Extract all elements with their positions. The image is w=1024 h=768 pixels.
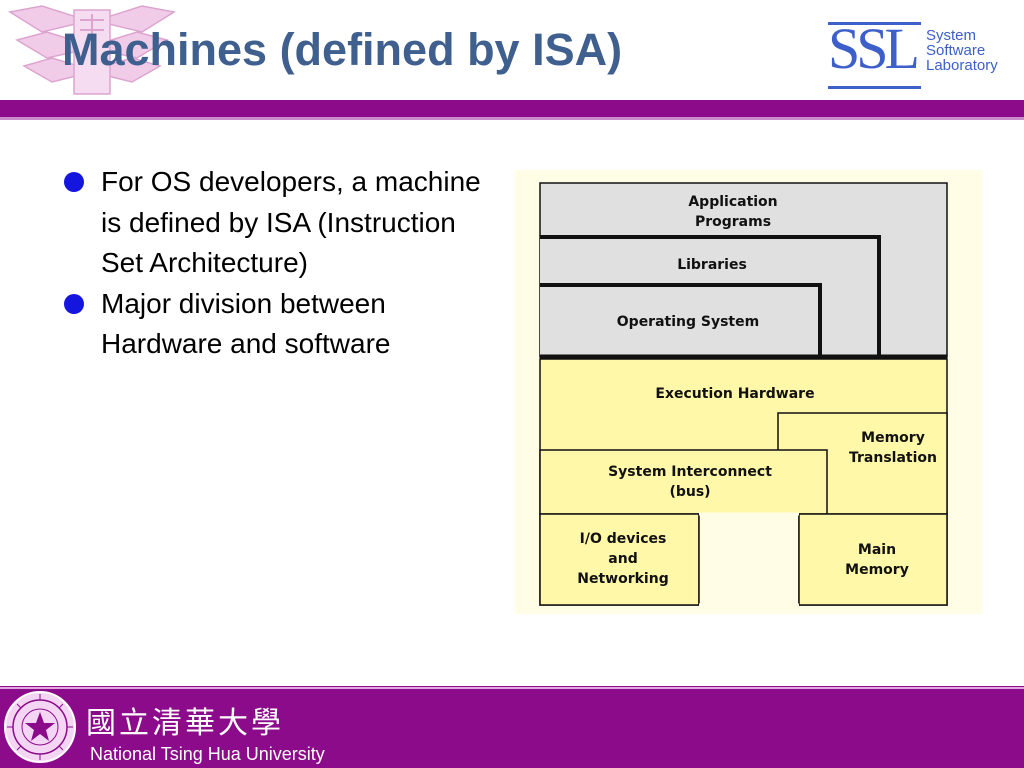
ssl-lab-logo: SSL System Software Laboratory <box>828 20 1013 92</box>
bullet-list: For OS developers, a machine is defined … <box>64 162 484 365</box>
label-io-2: and <box>608 551 637 567</box>
machine-layers-svg: Application Programs Libraries Operating… <box>539 182 948 607</box>
ssl-logo-text: System Software Laboratory <box>926 28 998 73</box>
nthu-seal-icon <box>4 691 76 763</box>
diagram-gap <box>698 513 800 606</box>
bullet-text: Major division between Hardware and soft… <box>101 287 391 360</box>
label-system-interconnect-2: (bus) <box>669 484 710 500</box>
ssl-logo-line-software: Software <box>926 42 986 59</box>
bullet-item-division: Major division between Hardware and soft… <box>64 284 484 365</box>
machine-layers-diagram: Application Programs Libraries Operating… <box>515 170 982 614</box>
nthu-emblem-icon <box>7 5 177 95</box>
label-io-1: I/O devices <box>580 531 667 547</box>
io-devices-box <box>539 513 700 606</box>
header-divider <box>0 100 1024 117</box>
bullet-dot-icon <box>64 293 84 314</box>
label-main-memory-2: Memory <box>845 562 909 578</box>
university-name-chinese: 國立清華大學 <box>86 706 284 741</box>
ssl-logo-mark: SSL <box>828 16 920 81</box>
ssl-logo-line-laboratory: Laboratory <box>926 57 998 74</box>
ssl-logo-line-system: System <box>926 27 977 44</box>
bullet-text: For OS developers, a machine is defined … <box>101 166 481 278</box>
label-libraries: Libraries <box>677 257 747 273</box>
label-operating-system: Operating System <box>617 314 759 330</box>
label-system-interconnect-1: System Interconnect <box>608 464 772 480</box>
libraries-layer-box <box>540 237 879 357</box>
bullet-item-isa: For OS developers, a machine is defined … <box>64 162 484 284</box>
label-main-memory-1: Main <box>858 542 896 558</box>
main-memory-box <box>798 513 948 606</box>
ssl-logo-rule-top <box>828 22 921 25</box>
label-memory-translation-1: Memory <box>861 430 925 446</box>
system-interconnect-box <box>539 449 828 515</box>
label-execution-hardware: Execution Hardware <box>655 386 814 402</box>
os-boundary <box>540 283 822 357</box>
header-divider-highlight <box>0 117 1024 120</box>
footer-bar <box>0 686 1024 768</box>
bullet-dot-icon <box>64 172 84 192</box>
university-name-english: National Tsing Hua University <box>90 744 325 764</box>
label-io-3: Networking <box>577 571 668 587</box>
label-application-1: Application <box>688 194 777 210</box>
label-application-2: Programs <box>695 214 771 230</box>
ssl-logo-rule-bottom <box>828 86 921 89</box>
footer-highlight <box>0 687 1024 689</box>
page-title: Machines (defined by ISA) <box>62 24 623 75</box>
libraries-boundary <box>540 235 881 357</box>
label-memory-translation-2: Translation <box>849 450 937 466</box>
